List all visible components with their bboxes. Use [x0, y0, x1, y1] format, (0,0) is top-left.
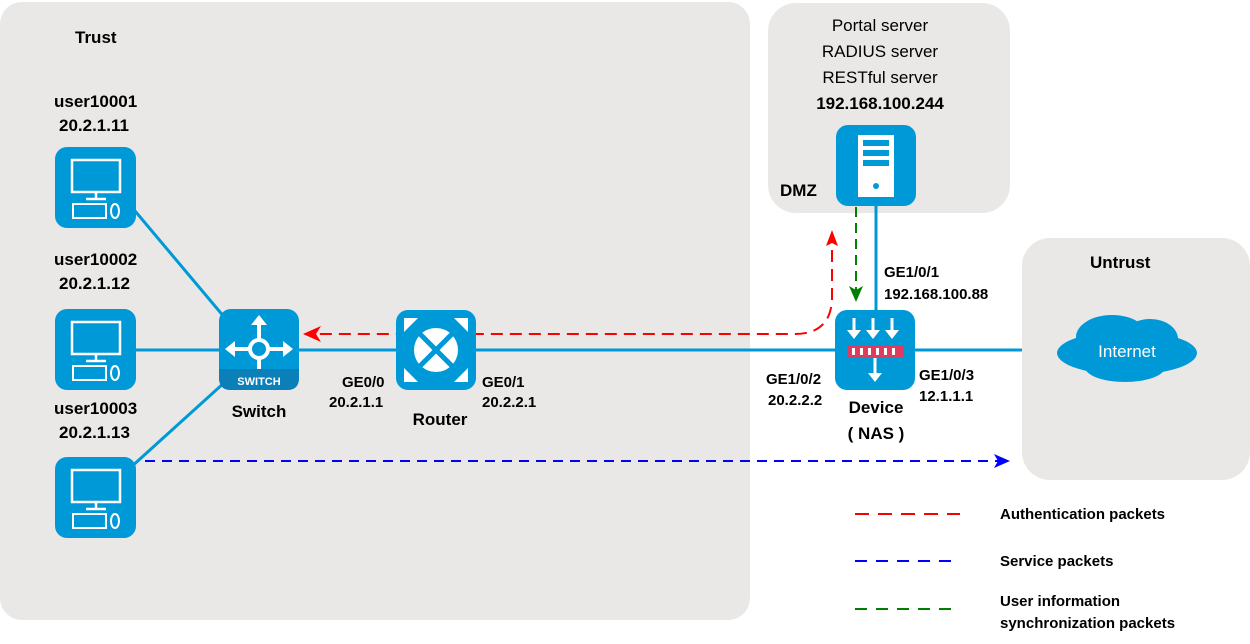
user2-name: user10002 — [54, 250, 137, 269]
device-if-up: GE1/0/1 — [884, 264, 939, 281]
user3-ip: 20.2.1.13 — [59, 423, 130, 442]
legend-sync-label-2: synchronization packets — [1000, 615, 1175, 632]
internet-label: Internet — [1098, 342, 1156, 361]
trust-zone-label: Trust — [75, 28, 117, 47]
auth-packet-flow — [303, 250, 833, 342]
server-role-portal: Portal server — [832, 16, 929, 35]
router-ip-right: 20.2.2.1 — [482, 394, 536, 411]
device-ip-right: 12.1.1.1 — [919, 388, 973, 405]
link-pc1-switch — [128, 204, 227, 319]
legend-service-label: Service packets — [1000, 553, 1113, 570]
pc-user10003[interactable] — [55, 457, 136, 538]
device-if-left: GE1/0/2 — [766, 371, 821, 388]
router-if-right: GE0/1 — [482, 374, 525, 391]
router-icon — [404, 318, 468, 382]
pc-user10002[interactable] — [55, 309, 136, 390]
trust-zone — [0, 2, 750, 620]
device-sublabel: ( NAS ) — [848, 424, 905, 443]
device-label: Device — [849, 398, 904, 417]
server-role-radius: RADIUS server — [822, 42, 939, 61]
computer-icon — [70, 158, 122, 219]
switch-arrows-icon — [231, 321, 287, 369]
user1-ip: 20.2.1.11 — [59, 116, 129, 135]
device-nas-node[interactable] — [835, 310, 915, 390]
user2-ip: 20.2.1.12 — [59, 274, 130, 293]
auth-packet-arrow-up — [826, 230, 838, 246]
switch-node[interactable]: SWITCH — [219, 309, 299, 390]
cloud-icon — [1057, 315, 1197, 382]
server-ip: 192.168.100.244 — [816, 94, 944, 113]
firewall-icon — [847, 318, 903, 382]
device-if-right: GE1/0/3 — [919, 367, 974, 384]
switch-badge: SWITCH — [237, 376, 280, 388]
untrust-zone-label: Untrust — [1090, 253, 1151, 272]
dmz-server-info: Portal server RADIUS server RESTful serv… — [816, 16, 944, 113]
legend: Authentication packets Service packets U… — [855, 506, 1175, 632]
router-ip-left: 20.2.1.1 — [329, 394, 383, 411]
device-ip-left: 20.2.2.2 — [768, 392, 822, 409]
device-ip-up: 192.168.100.88 — [884, 286, 988, 303]
router-if-left: GE0/0 — [342, 374, 385, 391]
user3-name: user10003 — [54, 399, 137, 418]
dmz-zone — [768, 3, 1010, 213]
router-node[interactable] — [396, 310, 476, 390]
computer-icon — [70, 468, 122, 529]
router-label: Router — [413, 410, 468, 429]
internet-cloud[interactable]: Internet — [1057, 315, 1197, 382]
dmz-zone-label: DMZ — [780, 181, 817, 200]
server-node[interactable] — [836, 125, 916, 206]
link-pc3-switch — [128, 380, 227, 470]
user1-name: user10001 — [54, 92, 137, 111]
computer-icon — [70, 320, 122, 381]
legend-auth-label: Authentication packets — [1000, 506, 1165, 523]
server-icon — [858, 135, 894, 197]
legend-sync-label: User information — [1000, 593, 1120, 610]
server-role-restful: RESTful server — [822, 68, 938, 87]
pc-user10001[interactable] — [55, 147, 136, 228]
switch-label: Switch — [232, 402, 287, 421]
